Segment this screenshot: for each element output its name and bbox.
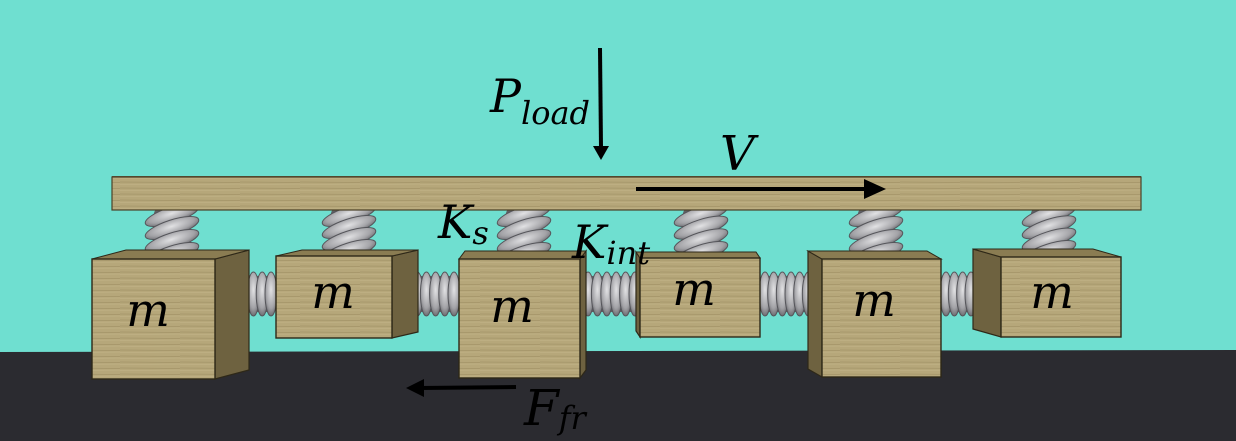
block-top-face: [635, 251, 761, 259]
block-side-face: [391, 249, 419, 339]
velocity-label: V: [720, 126, 759, 182]
block-front-face: [639, 257, 761, 338]
friction-label-subscript: fr: [557, 399, 588, 437]
mass-block: m: [972, 248, 1122, 338]
velocity-arrow: [636, 179, 886, 199]
block-front-face: [91, 258, 216, 380]
mass-block: m: [275, 249, 419, 339]
mass-label: m: [126, 283, 170, 337]
block-side-face: [972, 248, 1002, 338]
friction-arrow: [406, 379, 517, 397]
mass-label: m: [1030, 265, 1074, 319]
mass-label: m: [852, 273, 896, 327]
block-top-face: [275, 249, 419, 257]
mass-block: m: [635, 250, 761, 339]
block-front-face: [1000, 256, 1122, 338]
block-top-face: [972, 248, 1122, 258]
load-label: Pload: [489, 69, 590, 132]
interaction-spring-label: Kint: [571, 215, 650, 272]
load-arrow: [593, 47, 609, 160]
interaction-spring: [581, 271, 642, 317]
load-label-subscript: load: [521, 94, 590, 132]
block-front-face: [275, 255, 393, 339]
block-front-face: [458, 258, 581, 379]
block-side-face: [579, 249, 587, 380]
interaction-spring-subscript: int: [606, 234, 650, 272]
block-side-face: [807, 249, 823, 379]
mass-block: m: [458, 249, 587, 380]
block-front-face: [821, 258, 942, 378]
mass-label: m: [311, 265, 355, 319]
shear-spring-label: Ks: [437, 195, 489, 252]
mass-label: m: [672, 262, 716, 316]
mass-block: m: [91, 249, 250, 380]
mass-label: m: [490, 279, 534, 333]
shear-spring-subscript: s: [472, 214, 488, 252]
block-side-face: [214, 249, 250, 380]
top-plate: [111, 176, 1142, 211]
block-top-face: [458, 250, 587, 260]
mass-block: m: [806, 249, 943, 379]
block-top-face: [806, 250, 943, 260]
friction-label: Ffr: [523, 379, 588, 437]
